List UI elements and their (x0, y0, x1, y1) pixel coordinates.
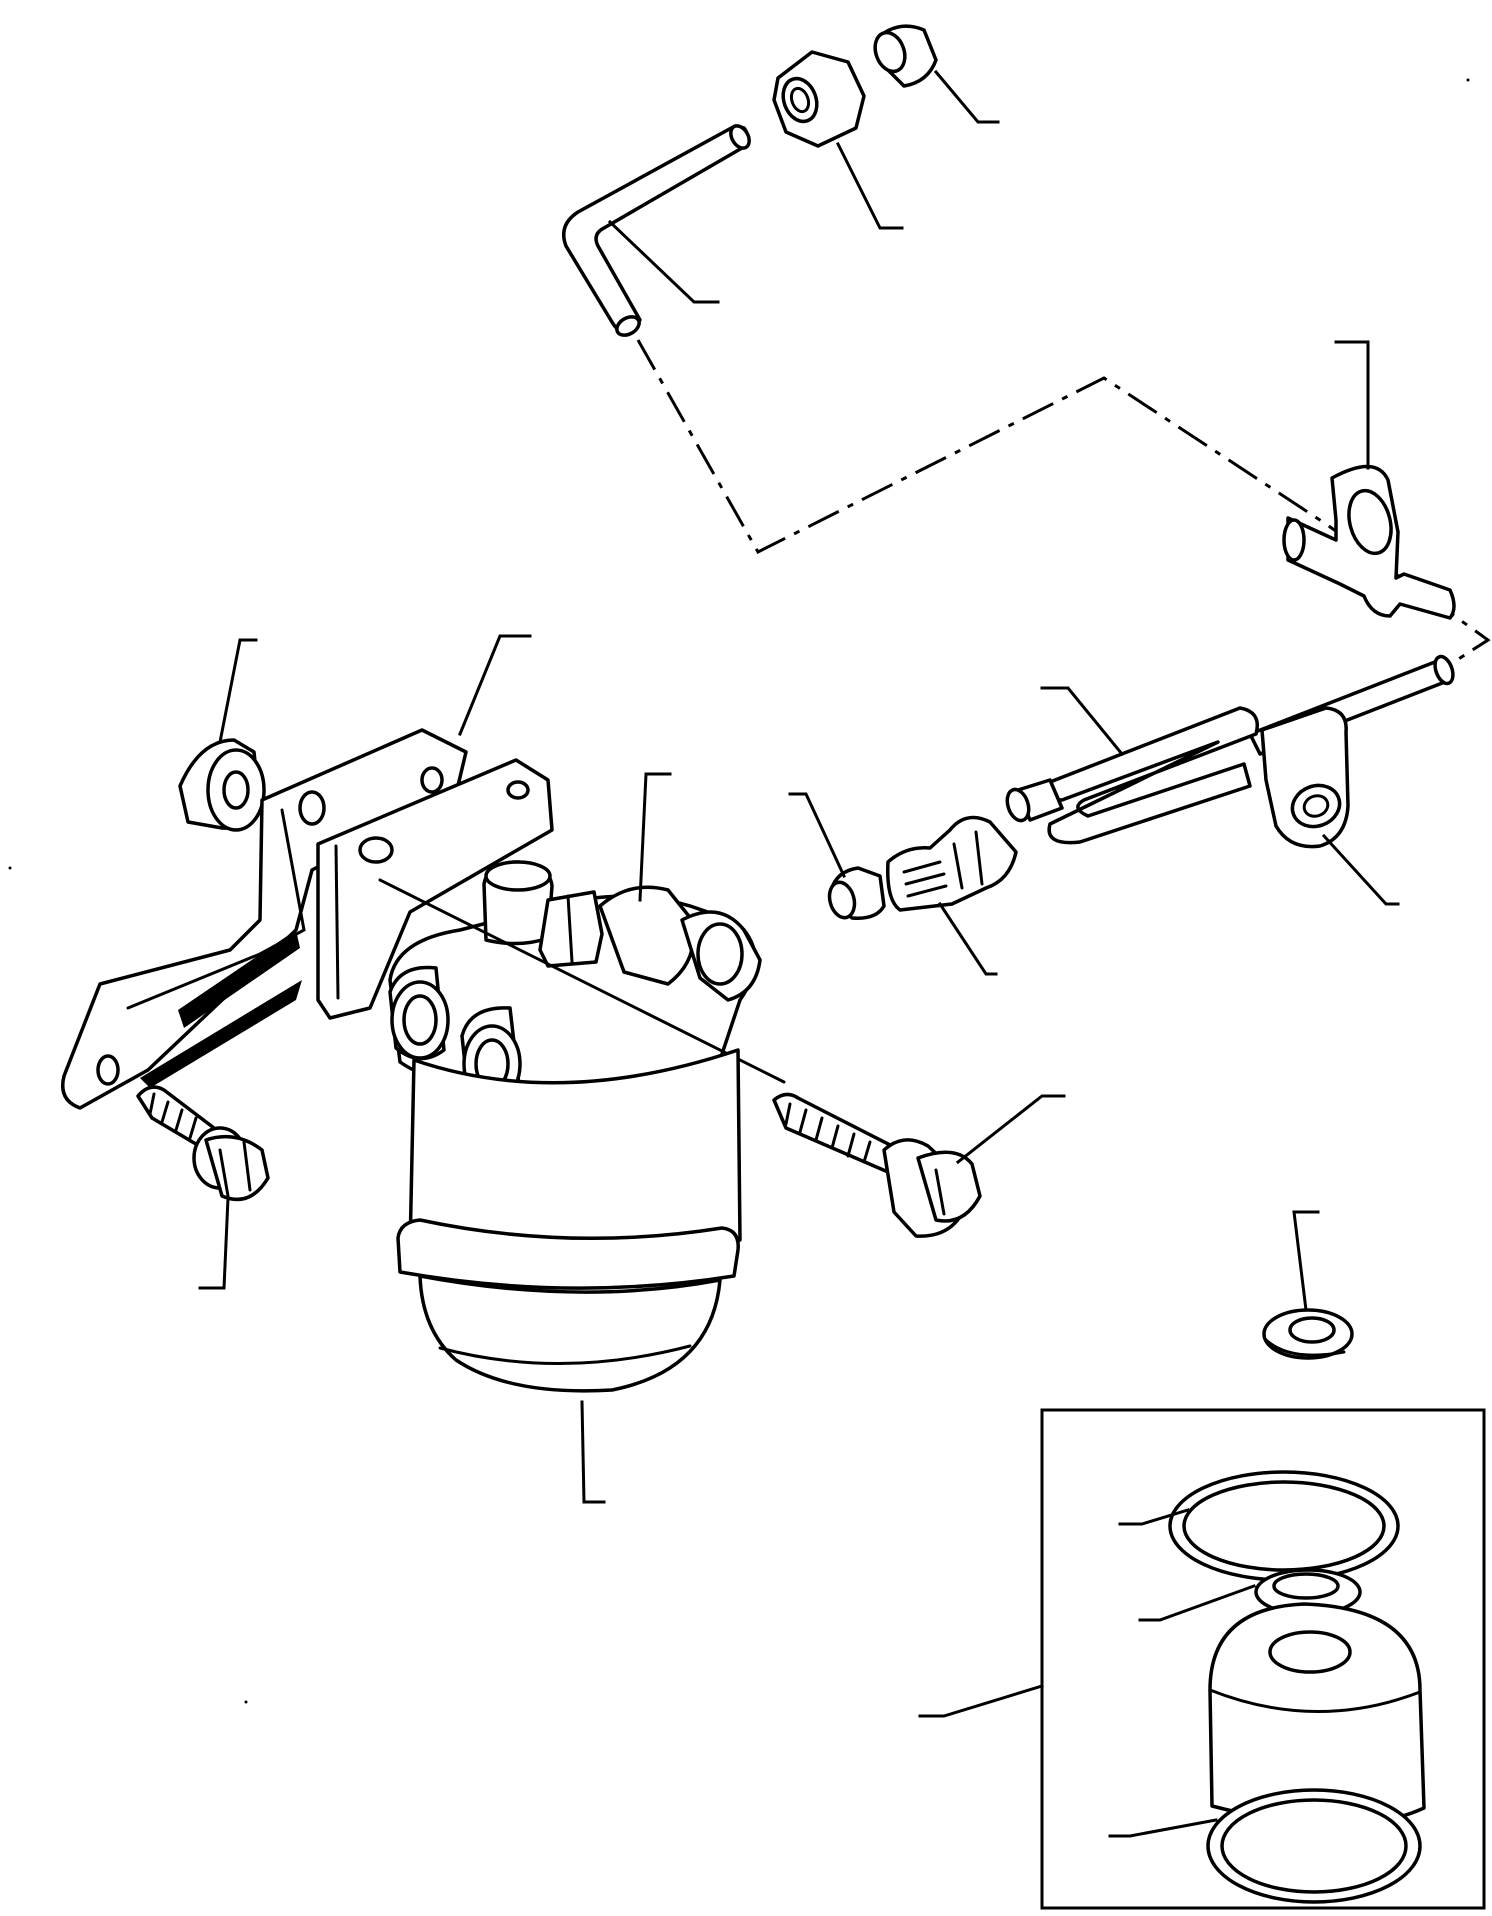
leader-fuel-pipe-long (1040, 686, 1125, 757)
filter-bowl (396, 1048, 742, 1393)
fuel-pipe-bent (562, 124, 751, 337)
leader-sealing-washer (1292, 1210, 1320, 1312)
element-o-ring-top (1168, 1470, 1400, 1582)
element-kit-frame (1040, 1408, 1486, 1910)
leader-mounting-bolt (198, 1196, 230, 1290)
leader-banjo-fitting-lower (1321, 833, 1400, 906)
leader-filter-bowl (580, 1400, 606, 1504)
filter-head (316, 758, 786, 1104)
mounting-bolt (136, 1085, 270, 1202)
inlet-banjo-bolt (772, 1092, 982, 1238)
leader-element-o-ring-top (1118, 1508, 1190, 1526)
bleed-screw-seat (827, 866, 886, 920)
leader-element-kit (918, 1684, 1044, 1718)
leader-bleed-screw (937, 901, 998, 976)
scan-speck (1466, 78, 1470, 82)
banjo-fitting-lower (1260, 706, 1350, 849)
centerline-pipe-to-banjo (636, 339, 1491, 678)
fuel-pipe-long (1005, 654, 1455, 845)
sealing-washer (1262, 1308, 1354, 1360)
leader-element-seal-small (1138, 1584, 1256, 1622)
leader-banjo-fitting-upper (1334, 340, 1370, 470)
bleed-screw (886, 815, 1018, 912)
pipe-nut (772, 50, 866, 148)
pipe-sleeve (873, 24, 938, 88)
filter-element (1208, 1602, 1426, 1827)
leader-mounting-bracket (458, 634, 532, 736)
leader-element-o-ring-bottom (1108, 1818, 1218, 1838)
leader-filter-head (638, 772, 672, 902)
element-o-ring-bottom (1206, 1788, 1422, 1904)
leader-bleed-screw-seat (788, 792, 846, 878)
scan-speck (244, 1700, 248, 1704)
banjo-fitting-upper (1282, 464, 1456, 620)
scan-speck (8, 866, 12, 870)
mounting-nut (178, 738, 266, 832)
leader-inlet-banjo-bolt (955, 1094, 1066, 1165)
leader-pipe-nut (835, 141, 904, 230)
leader-fuel-pipe-bent (607, 219, 720, 304)
leader-mounting-nut (218, 638, 258, 744)
leader-pipe-sleeve (933, 69, 1000, 124)
